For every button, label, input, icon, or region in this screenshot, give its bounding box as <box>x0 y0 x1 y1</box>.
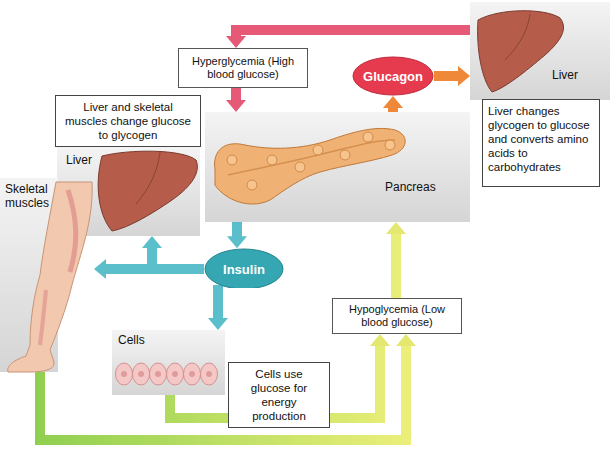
organ-panel: Pancreas <box>205 112 470 222</box>
arrow-head <box>227 236 247 248</box>
arrow-shaft <box>434 71 459 81</box>
note-box: Liver and skeletal muscles change glucos… <box>55 95 201 147</box>
flow-arrow <box>226 30 470 48</box>
arrow-head <box>226 36 246 48</box>
liver-illustration <box>98 151 197 231</box>
cell-illustration <box>167 363 184 385</box>
cell-illustration <box>150 363 167 385</box>
node-label: Liver <box>552 68 610 82</box>
flow-arrow <box>226 88 246 112</box>
node-label: Insulin <box>223 262 265 277</box>
flow-arrow <box>227 222 247 248</box>
cell-nucleus <box>172 371 178 377</box>
pancreas-lobule <box>247 180 257 190</box>
muscle-stripe <box>68 190 76 272</box>
node-label: Glucagon <box>363 69 423 84</box>
flow-arrow <box>208 285 228 330</box>
node-label: Hyperglycemia (High blood glucose) <box>184 55 302 81</box>
pancreas-lobule <box>295 162 305 172</box>
pancreas-lobule <box>340 150 350 160</box>
cell-illustration <box>116 363 133 385</box>
liver-fissure <box>505 14 530 60</box>
cell-nucleus <box>206 371 212 377</box>
arrow-head <box>386 222 406 234</box>
flow-arrow <box>434 66 470 86</box>
flow-arrow <box>386 222 406 298</box>
arrow-shaft <box>232 222 242 237</box>
note-box: Liver changes glycogen to glucose and co… <box>482 99 600 187</box>
muscle-stripe <box>40 290 46 345</box>
organ-panel: Skeletal muscles <box>2 178 94 372</box>
cell-nucleus <box>155 371 161 377</box>
arrow-shaft <box>40 345 406 440</box>
flow-arrow <box>40 334 416 440</box>
arrow-head <box>383 96 403 108</box>
arrow-shaft <box>391 233 401 298</box>
node-label: Liver <box>66 153 200 167</box>
arrow-shaft <box>213 285 223 319</box>
node-label: Cells <box>118 333 225 347</box>
arrow-head <box>142 236 162 248</box>
cell-nucleus <box>121 371 127 377</box>
organ-panel: Liver <box>470 2 610 100</box>
organ-panel: Liver <box>57 146 200 236</box>
pancreas-lobule <box>385 140 395 150</box>
cell-illustration <box>201 363 218 385</box>
arrow-head <box>208 318 228 330</box>
pancreas-illustration <box>215 128 406 204</box>
node-label: Hypoglycemia (Low blood glucose) <box>338 303 456 329</box>
cell-illustration <box>133 363 150 385</box>
arrow-head <box>396 334 416 346</box>
arrow-shaft <box>105 264 204 274</box>
arrow-shaft <box>236 30 470 37</box>
ellipse-shape <box>205 249 283 288</box>
flow-arrow <box>94 259 204 279</box>
pancreas-lobule <box>227 155 237 165</box>
leg-illustration <box>8 182 92 372</box>
cell-nucleus <box>189 371 195 377</box>
organ-panel-ground <box>112 330 225 395</box>
connector-group <box>40 30 470 440</box>
arrow-head <box>458 66 470 86</box>
node-label: Pancreas <box>385 180 470 194</box>
liver-illustration <box>478 11 564 92</box>
arrow-shaft <box>231 88 241 101</box>
pancreas-lobule <box>313 145 323 155</box>
organ-panel: Cells <box>112 330 225 395</box>
cell-nucleus <box>138 371 144 377</box>
node-label: Skeletal muscles <box>5 182 57 210</box>
cell-illustration <box>184 363 201 385</box>
flow-arrow <box>383 96 403 112</box>
ellipse-shape <box>353 57 433 95</box>
hormone-ellipse: Insulin <box>204 248 284 290</box>
pancreatic-duct <box>228 140 395 175</box>
condition-box: Hypoglycemia (Low blood glucose) <box>332 298 462 334</box>
node-label: Liver changes glycogen to glucose and co… <box>488 104 594 174</box>
organ-panel-ground <box>205 112 470 222</box>
hormone-ellipse: Glucagon <box>352 56 434 96</box>
arrow-head <box>226 100 246 112</box>
arrow-head <box>94 259 106 279</box>
pancreas-lobule <box>363 132 373 142</box>
liver-fissure <box>136 152 160 204</box>
node-label: Cells use glucose for energy production <box>234 367 324 423</box>
node-label: Liver and skeletal muscles change glucos… <box>61 100 195 142</box>
arrow-head <box>370 334 390 346</box>
pancreas-lobule <box>267 155 277 165</box>
organ-panel-ground <box>470 2 610 100</box>
note-box: Cells use glucose for energy production <box>228 362 330 428</box>
condition-box: Hyperglycemia (High blood glucose) <box>178 48 308 88</box>
